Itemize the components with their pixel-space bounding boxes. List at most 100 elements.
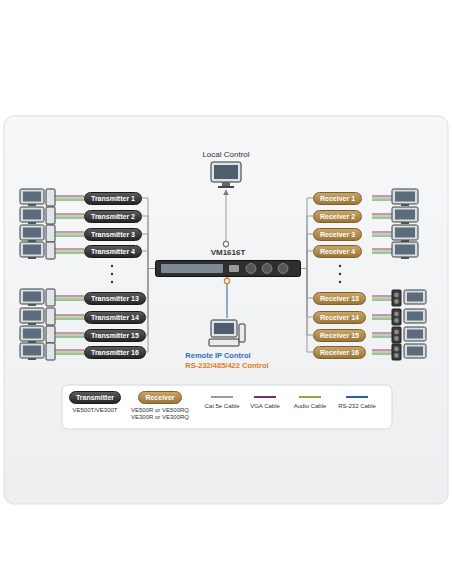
transmitter-pill: Transmitter 16 [84,346,146,359]
transmitter-pill: Transmitter 4 [84,245,142,258]
node-label: Remote IP Control [185,351,268,361]
legend-item: RS-232 Cable [334,391,380,410]
ellipsis-dot [111,265,113,267]
transmitter-pill: Transmitter 3 [84,228,142,241]
node-label: Local Control [202,150,249,159]
legend-pill: Transmitter [69,391,121,404]
node-label: Receiver 14 [320,313,359,322]
speaker-display-icon [372,290,426,306]
cable-connector [142,198,155,269]
node-label: RS-232/485/422 Control [185,361,268,371]
node-label: Transmitter 13 [91,294,139,303]
equipment-icons [20,189,426,360]
cable-connector [142,234,155,269]
terminal-ring [223,241,228,246]
cable-connector [301,234,313,269]
node-label: Transmitter 1 [91,194,135,203]
node-label: Transmitter 2 [91,212,135,221]
receiver-pill: Receiver 15 [313,329,366,342]
receiver-pill: Receiver 16 [313,346,366,359]
legend-text: Cat 5e Cable [202,403,242,410]
node-label: Transmitter 14 [91,313,139,322]
cable-connector [146,269,155,318]
legend-swatch [346,396,368,398]
receiver-pill: Receiver 4 [313,245,362,258]
computer-icon [20,289,84,306]
node-label: Transmitter 15 [91,331,139,340]
legend-box [62,385,392,429]
computer-icon [20,225,84,242]
node-label: Transmitter 4 [91,247,135,256]
cable-connector [301,198,313,269]
local-console: Local Control [202,150,249,189]
node-label: Receiver 4 [320,247,355,256]
transmitter-pill: Transmitter 2 [84,210,142,223]
cable-connector [146,269,155,353]
cable-connector [225,190,226,248]
legend-item: Cat 5e Cable [202,391,242,410]
display-icon [372,189,418,206]
pc-icon [207,318,247,348]
legend-text: VGA Cable [245,403,285,410]
transmitter-pill: Transmitter 1 [84,192,142,205]
computer-icon [20,308,84,325]
transmitter-pill: Transmitter 13 [84,292,146,305]
cable-connector [301,251,313,269]
speaker-display-icon [372,309,426,325]
panel [4,116,448,504]
node-label: Transmitter 16 [91,348,139,357]
cable-connector [301,216,313,269]
cable-connector [301,269,313,353]
computer-icon [20,343,84,360]
matrix-switch: VM1616T [155,248,301,277]
receiver-pill: Receiver 2 [313,210,362,223]
switch-body [155,260,301,277]
legend-item: ReceiverVE500R or VE500RQ VE300R or VE30… [127,391,193,421]
display-icon [372,225,418,242]
node-label: Receiver 2 [320,212,355,221]
legend-text: VE500T/VE300T [65,407,125,414]
display-icon [372,207,418,224]
ellipsis-dot [339,265,341,267]
ellipsis-dot [111,281,113,283]
ellipsis-dot [339,273,341,275]
cable-connector [142,216,155,269]
cable-connector [146,269,155,336]
computer-icon [20,189,84,206]
terminal-ring [224,278,229,283]
transmitter-pill: Transmitter 15 [84,329,146,342]
display-icon [372,242,418,259]
computer-icon [20,242,84,259]
legend-text: Audio Cable [288,403,332,410]
legend-swatch [254,396,276,398]
legend-swatch [211,396,233,398]
legend-pill: Receiver [138,391,181,404]
speaker-display-icon [372,344,426,360]
ellipsis-dot [339,281,341,283]
node-label: Receiver 15 [320,331,359,340]
cable-connector [146,269,155,299]
legend-item: TransmitterVE500T/VE300T [65,391,125,414]
remote-control-pc: Remote IP ControlRS-232/485/422 Control [185,318,268,371]
node-label: Receiver 16 [320,348,359,357]
ellipsis-dot [111,273,113,275]
legend-swatch [299,396,321,398]
computer-icon [20,326,84,343]
computer-icon [20,207,84,224]
legend-text: VE500R or VE500RQ VE300R or VE300RQ [127,407,193,421]
node-label: VM1616T [155,248,301,260]
transmitter-pill: Transmitter 14 [84,311,146,324]
node-label: Receiver 13 [320,294,359,303]
receiver-pill: Receiver 3 [313,228,362,241]
node-label: Transmitter 3 [91,230,135,239]
speaker-display-icon [372,327,426,343]
legend-item: VGA Cable [245,391,285,410]
node-label: Receiver 1 [320,194,355,203]
node-label: Receiver 3 [320,230,355,239]
legend-text: RS-232 Cable [334,403,380,410]
legend-item: Audio Cable [288,391,332,410]
receiver-pill: Receiver 1 [313,192,362,205]
receiver-pill: Receiver 14 [313,311,366,324]
